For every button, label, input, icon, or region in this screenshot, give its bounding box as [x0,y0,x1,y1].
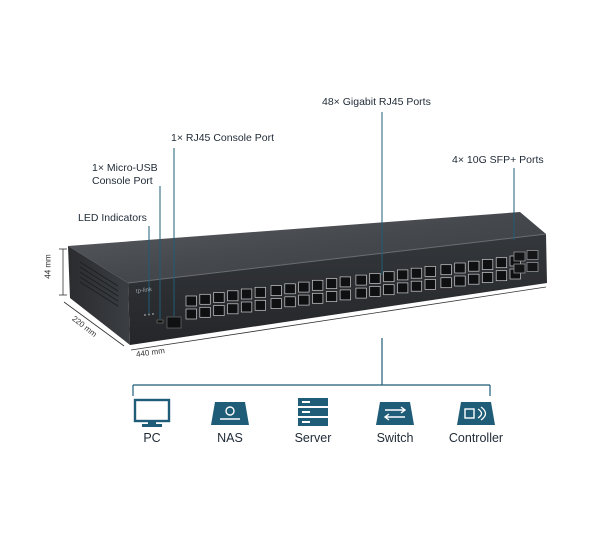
sfp-port-array [513,250,539,274]
callout-led-indicators: LED Indicators [78,212,147,224]
rj45-port [254,299,266,311]
rj45-port [254,286,266,298]
rj45-port [213,292,225,303]
callout-console-usb: 1× Micro-USB Console Port [92,162,158,188]
rj45-port [185,295,197,307]
rj45-port [481,259,494,270]
rj45-port [298,281,310,293]
chassis-front [128,234,547,345]
rj45-port [325,291,338,302]
callout-sfp-ports: 4× 10G SFP+ Ports [452,154,544,166]
rj45-port [339,289,351,301]
rj45-port [227,290,239,302]
rj45-port [383,284,395,296]
rj45-port [199,306,211,318]
rj45-port [355,287,367,299]
rj45-port [495,270,508,282]
rj45-port [284,283,296,295]
device-bracket [132,338,491,396]
rj45-port [199,293,211,305]
rj45-port [424,279,436,290]
sfp-port [513,251,526,262]
rj45-port [410,267,423,279]
rj45-port [369,286,381,297]
rj45-port [312,279,324,291]
chassis-top [68,212,546,283]
callout-console-usb-line2: Console Port [92,175,153,187]
callout-rj45-ports: 48× Gigabit RJ45 Ports [322,96,431,108]
rj45-port [383,271,395,283]
chassis-side [68,246,130,345]
sfp-port [513,263,526,274]
rj45-port [213,305,225,316]
server-icon [298,398,328,426]
rj45-port [397,269,409,281]
rj45-port [227,303,239,315]
rj45-port [339,276,351,288]
led-indicators [144,313,154,316]
rj45-port [369,273,381,284]
rj45-port [325,278,338,289]
rj45-port [468,273,480,285]
rj45-port [481,272,494,283]
leader-lines [148,112,515,319]
rj45-port [440,277,452,289]
rj45-port [454,262,466,274]
device-label-nas: NAS [217,431,243,445]
switch-icon [376,402,414,425]
rj45-port [312,292,324,304]
rj45-port [454,275,466,287]
dimension-lines [59,248,547,351]
rj45-port-array [185,255,521,320]
console-rj45-port [166,316,182,329]
controller-icon [457,402,495,425]
rj45-port [298,294,310,306]
rj45-port [495,257,508,269]
nas-icon [211,402,249,425]
rj45-port [424,266,436,277]
sfp-port [526,250,539,260]
rj45-port [355,274,367,286]
device-label-server: Server [294,431,332,445]
rj45-port [270,285,282,296]
rj45-port [240,301,253,313]
rj45-port [410,280,423,292]
side-vents [79,261,119,307]
rj45-port [440,264,452,276]
pc-icon [133,398,171,427]
dimension-height: 44 mm [43,254,53,279]
rj45-port [270,298,282,309]
callout-console-rj45: 1× RJ45 Console Port [171,132,275,144]
callout-console-usb-line1: 1× Micro-USB [92,162,158,174]
micro-usb-port [156,319,164,324]
sfp-port [526,262,539,272]
device-label-pc: PC [143,431,161,445]
device-label-switch: Switch [376,431,414,445]
rj45-port [284,296,296,308]
rj45-port [468,260,480,272]
rj45-port [397,282,409,294]
rj45-port [185,308,197,320]
rj45-port [240,288,253,300]
device-label-controller: Controller [448,431,504,445]
